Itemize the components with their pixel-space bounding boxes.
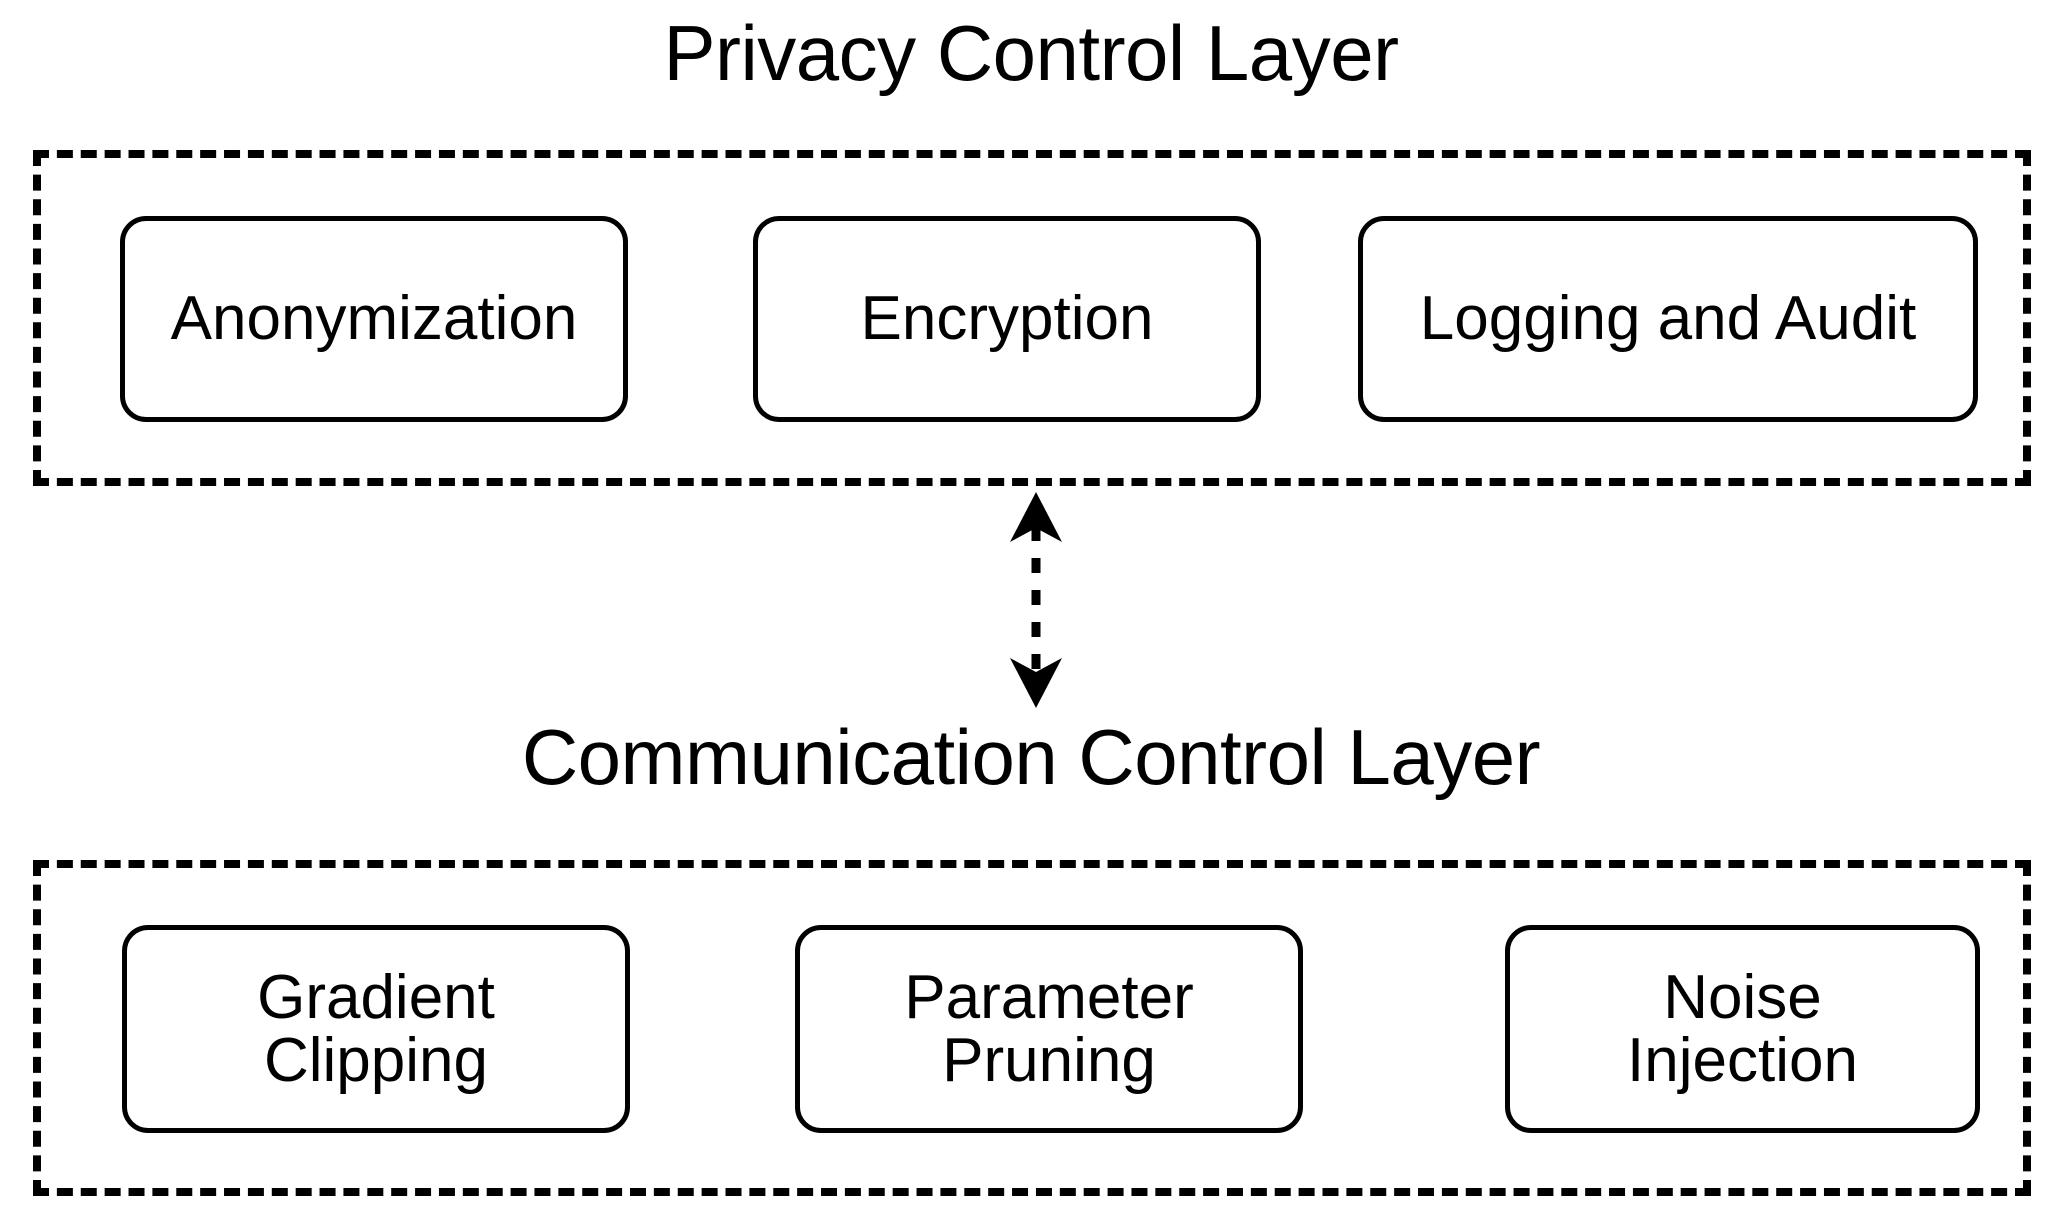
node-noise-injection: Noise Injection: [1505, 925, 1980, 1133]
node-gradient-clipping: Gradient Clipping: [122, 925, 630, 1133]
bidirectional-dashed-arrow-icon: [1010, 492, 1062, 708]
node-gradient-clipping-label-line-2: Clipping: [263, 1026, 489, 1095]
node-anonymization-label: Anonymization: [170, 284, 578, 354]
node-logging-and-audit: Logging and Audit: [1358, 216, 1978, 422]
node-parameter-pruning-label-line-2: Pruning: [942, 1026, 1156, 1095]
node-encryption: Encryption: [753, 216, 1261, 422]
node-anonymization: Anonymization: [120, 216, 628, 422]
node-noise-injection-label-line-1: Noise: [1663, 962, 1822, 1032]
privacy-control-layer-title: Privacy Control Layer: [663, 9, 1399, 97]
node-gradient-clipping-label-line-1: Gradient: [257, 962, 495, 1032]
node-encryption-label: Encryption: [860, 284, 1154, 354]
privacy-control-layer-container: [33, 150, 2031, 486]
node-parameter-pruning-label-line-1: Parameter: [904, 962, 1194, 1032]
node-parameter-pruning: Parameter Pruning: [795, 925, 1303, 1133]
node-logging-and-audit-label: Logging and Audit: [1419, 284, 1917, 354]
communication-control-layer-title: Communication Control Layer: [521, 713, 1541, 801]
node-noise-injection-label-line-2: Injection: [1627, 1026, 1858, 1095]
communication-control-layer-container: [33, 860, 2031, 1196]
